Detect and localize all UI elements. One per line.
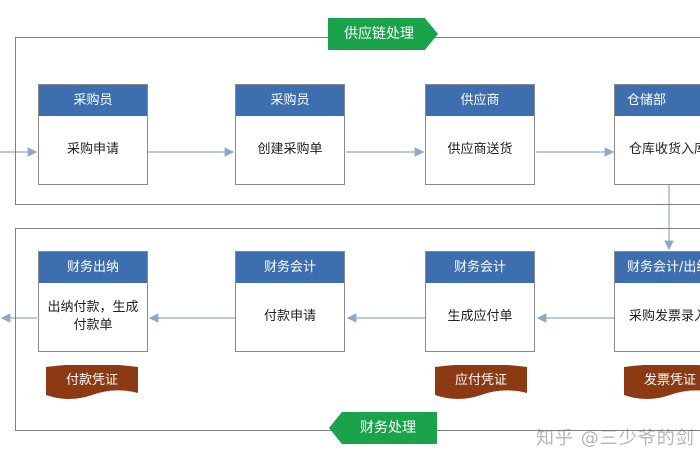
finance-banner: 财务处理 xyxy=(329,412,437,444)
document-shape-icon xyxy=(46,365,138,399)
voucher-payable: 应付凭证 xyxy=(435,365,527,401)
voucher-label: 付款凭证 xyxy=(65,373,118,388)
node-purchase-request: 采购员 采购申请 xyxy=(38,84,148,185)
node-warehouse-receipt: 仓储部 仓库收货入库 xyxy=(614,84,700,185)
node-role: 财务会计 xyxy=(236,252,344,283)
node-role: 财务会计/出纳 xyxy=(615,252,700,283)
node-role: 财务会计 xyxy=(426,252,534,283)
voucher-label: 应付凭证 xyxy=(454,373,507,388)
node-payment-request: 财务会计 付款申请 xyxy=(235,251,345,352)
node-create-po: 采购员 创建采购单 xyxy=(235,84,345,185)
voucher-payment: 付款凭证 xyxy=(46,365,138,401)
node-invoice-entry: 财务会计/出纳 采购发票录入 xyxy=(614,251,700,352)
node-role: 采购员 xyxy=(39,85,147,116)
voucher-invoice: 发票凭证 xyxy=(624,365,700,401)
node-role: 财务出纳 xyxy=(39,252,147,283)
node-action: 采购发票录入 xyxy=(629,309,700,324)
node-action: 生成应付单 xyxy=(447,309,513,324)
node-role: 仓储部 xyxy=(615,85,700,116)
document-shape-icon xyxy=(624,365,700,399)
node-role: 供应商 xyxy=(426,85,534,116)
node-action: 创建采购单 xyxy=(257,142,323,157)
document-shape-icon xyxy=(435,365,527,399)
voucher-label: 发票凭证 xyxy=(643,373,696,388)
supply-chain-banner: 供应链处理 xyxy=(328,18,438,50)
node-payable: 财务会计 生成应付单 xyxy=(425,251,535,352)
node-role: 采购员 xyxy=(236,85,344,116)
node-action: 供应商送货 xyxy=(447,142,513,157)
node-action: 出纳付款，生成 付款单 xyxy=(47,300,139,333)
node-cashier-payment: 财务出纳 出纳付款，生成 付款单 xyxy=(38,251,148,352)
node-action: 付款申请 xyxy=(263,309,316,324)
node-action: 仓库收货入库 xyxy=(629,142,700,157)
watermark: 知乎 @三少爷的剑 xyxy=(536,428,695,449)
node-supplier-delivery: 供应商 供应商送货 xyxy=(425,84,535,185)
node-action: 采购申请 xyxy=(66,142,119,157)
